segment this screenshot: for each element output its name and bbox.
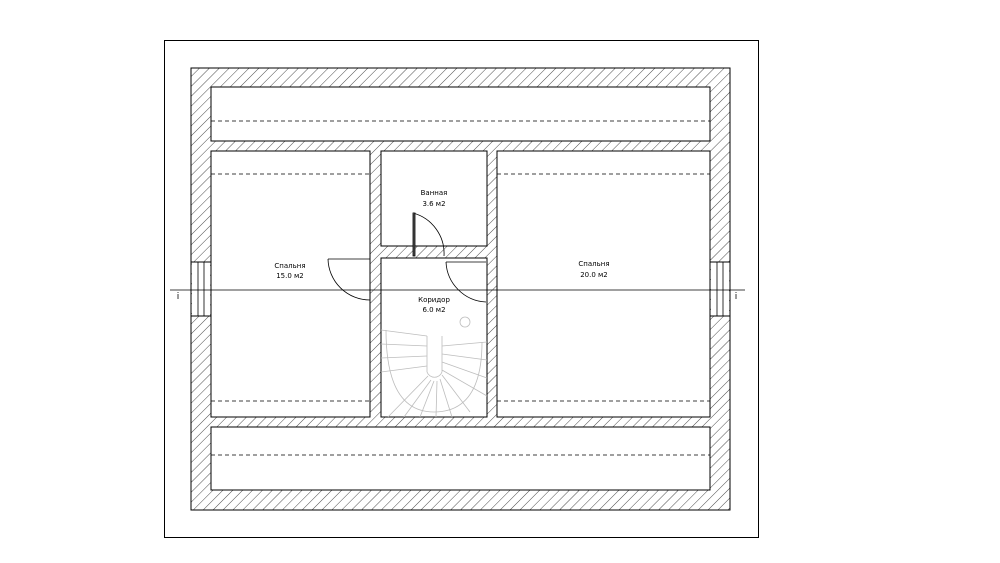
room-area-corridor: 6.0 м2 bbox=[422, 306, 445, 314]
room-label-bedroom-right: Спальня bbox=[578, 260, 609, 268]
room-area-bathroom: 3.6 м2 bbox=[422, 200, 445, 208]
slope-lines bbox=[211, 120, 710, 456]
door-right-bedroom bbox=[445, 261, 487, 303]
room-label-bedroom-left: Спальня bbox=[274, 262, 305, 270]
sheet-frame bbox=[164, 40, 759, 538]
window-right bbox=[710, 261, 730, 317]
section-marker-right: i bbox=[735, 292, 738, 302]
door-left-bedroom bbox=[327, 258, 371, 301]
room-area-bedroom-right: 20.0 м2 bbox=[580, 271, 608, 279]
room-area-bedroom-left: 15.0 м2 bbox=[276, 272, 304, 280]
window-left bbox=[191, 261, 211, 317]
room-label-corridor: Коридор bbox=[418, 296, 450, 304]
walls bbox=[190, 67, 731, 511]
staircase bbox=[380, 316, 488, 418]
door-bathroom bbox=[412, 212, 445, 257]
section-marker-left: i bbox=[177, 292, 180, 302]
room-label-bathroom: Ванная bbox=[421, 189, 448, 197]
